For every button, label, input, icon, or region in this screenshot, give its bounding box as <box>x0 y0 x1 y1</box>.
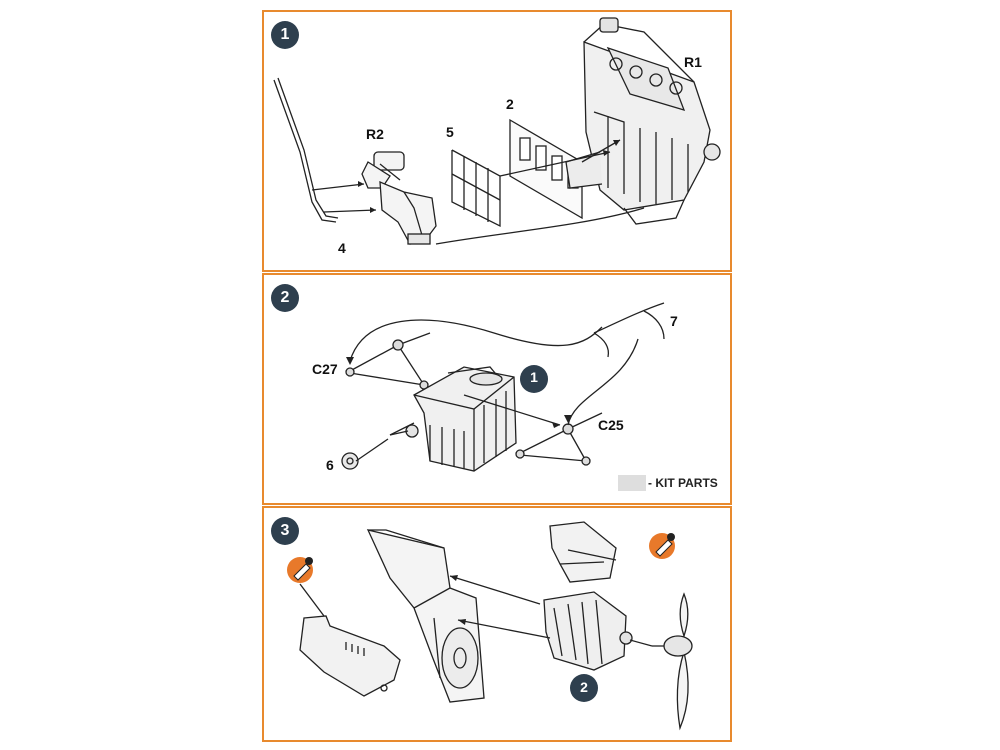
kit-parts-swatch <box>618 475 646 491</box>
sub-assembly-2-ref: 2 <box>580 679 588 695</box>
label-part-7: 7 <box>670 313 678 329</box>
label-c27: C27 <box>312 361 338 377</box>
part-5 <box>451 149 501 228</box>
step-1-drawing <box>273 17 721 245</box>
step-3-badge: 3 <box>271 517 299 545</box>
label-part-4: 4 <box>338 240 346 256</box>
step-1-panel: 1 <box>262 10 732 272</box>
step-3-panel: 3 <box>262 506 732 742</box>
step-2-drawing <box>341 302 665 472</box>
label-r2: R2 <box>366 126 384 142</box>
top-cowl <box>549 521 617 583</box>
left-cowl-panel <box>299 583 401 697</box>
step-2-panel: 2 <box>262 273 732 505</box>
part-4-rod <box>273 79 337 223</box>
kit-parts-legend: - KIT PARTS <box>648 476 718 490</box>
step-1-badge: 1 <box>271 21 299 49</box>
paint-marker-icon <box>287 557 313 583</box>
part-6 <box>341 452 359 470</box>
label-part-6: 6 <box>326 457 334 473</box>
sub-assembly-1-ref: 1 <box>530 369 538 385</box>
part-c25 <box>515 412 603 466</box>
label-part-5: 5 <box>446 124 454 140</box>
propeller <box>652 592 693 731</box>
step-2-badge: 2 <box>271 284 299 312</box>
label-r1: R1 <box>684 54 702 70</box>
part-c27 <box>345 332 431 390</box>
part-7 <box>593 302 665 334</box>
paint-marker-icon <box>649 533 675 559</box>
part-r2 <box>361 151 437 245</box>
engine-assembly <box>543 591 633 671</box>
kit-parts-dash: - <box>648 476 652 490</box>
label-part-2: 2 <box>506 96 514 112</box>
part-r1 <box>565 17 721 225</box>
step-3-drawing <box>287 521 693 731</box>
engine-assembly <box>389 366 517 472</box>
label-c25: C25 <box>598 417 624 433</box>
fuselage-front <box>366 529 485 703</box>
kit-parts-label: KIT PARTS <box>655 476 718 490</box>
